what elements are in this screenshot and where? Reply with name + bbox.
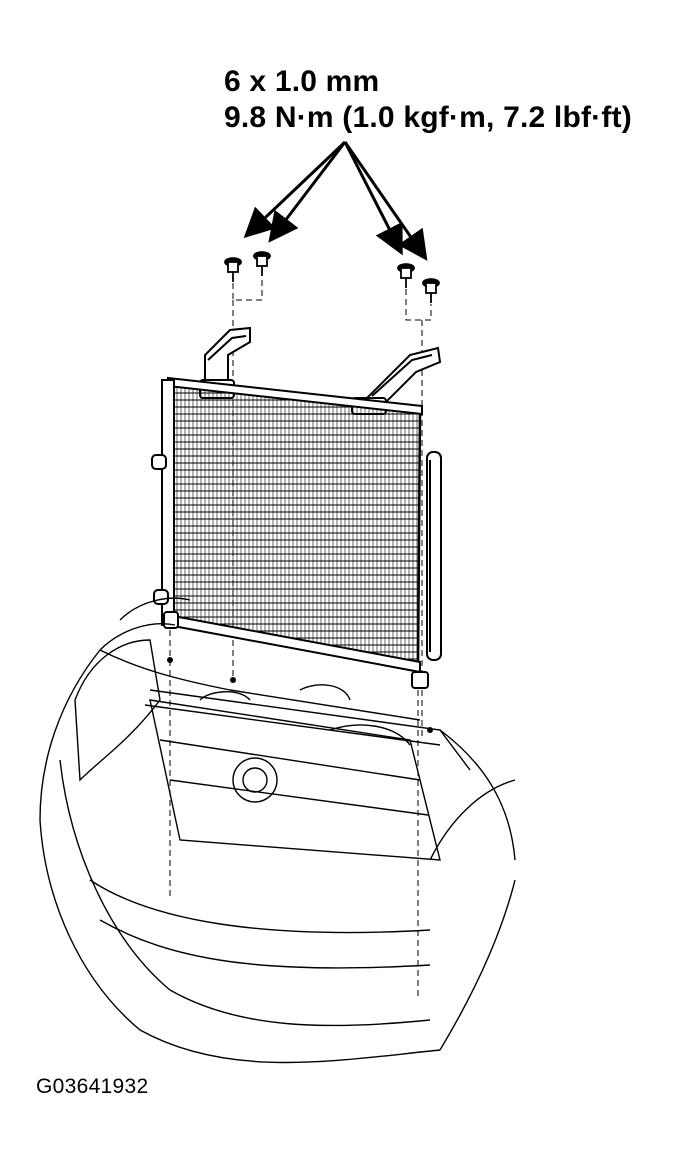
torque-spec-callout: 6 x 1.0 mm 9.8 N·m (1.0 kgf·m, 7.2 lbf·f…	[224, 64, 632, 136]
bolt-icon	[224, 257, 242, 282]
ac-condenser	[151, 376, 429, 689]
receiver-dryer	[426, 451, 442, 661]
leader-arrow-1	[243, 140, 347, 239]
leader-arrows	[243, 140, 428, 261]
figure-id: G03641932	[36, 1075, 149, 1098]
torque-value-label: 9.8 N·m (1.0 kgf·m, 7.2 lbf·ft)	[224, 101, 632, 134]
bolt-icon	[253, 251, 271, 276]
leader-arrow-3	[343, 141, 403, 256]
vehicle-front-body	[39, 597, 516, 1064]
lower-mount-points	[167, 657, 433, 733]
bolt-icon	[422, 278, 440, 303]
leader-arrow-4	[343, 141, 428, 261]
bolt-size-label: 6 x 1.0 mm	[224, 65, 380, 98]
leader-arrow-2	[268, 141, 347, 243]
bolt-icon	[397, 263, 415, 288]
mounting-bolts	[224, 251, 440, 303]
